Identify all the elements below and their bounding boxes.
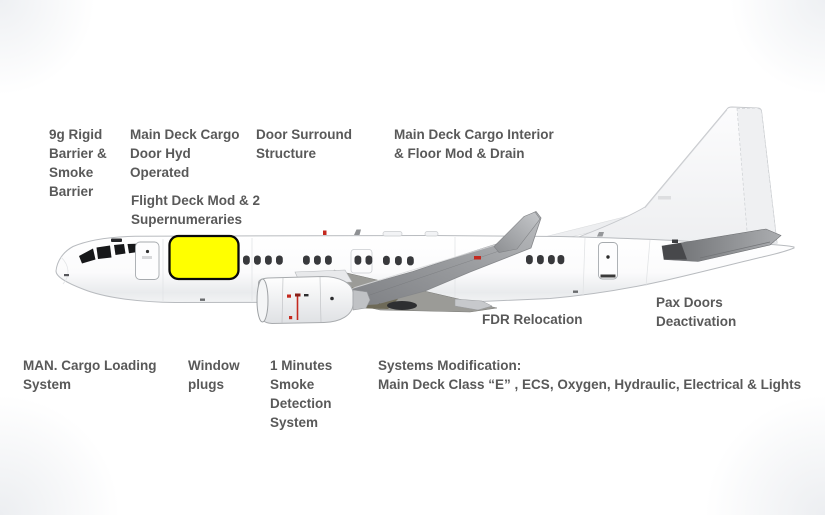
vertical-stabilizer bbox=[562, 106, 778, 244]
rear-entry-door bbox=[598, 242, 618, 280]
label-main-deck-cargo-door: Main Deck Cargo Door Hyd Operated bbox=[130, 127, 240, 180]
label-systems-modification: Systems Modification: Main Deck Class “E… bbox=[378, 358, 802, 392]
engine-nacelle bbox=[256, 269, 371, 325]
label-9g-rigid-barrier: 9g Rigid Barrier & Smoke Barrier bbox=[49, 127, 107, 199]
rudder bbox=[736, 107, 778, 244]
label-window-plugs: Window plugs bbox=[188, 358, 240, 392]
wing bbox=[336, 210, 542, 307]
horizontal-stabilizer bbox=[661, 228, 782, 262]
cargo-door-highlight bbox=[168, 234, 240, 281]
winglet bbox=[493, 211, 541, 253]
label-pax-doors: Pax Doors Deactivation bbox=[656, 295, 737, 329]
label-smoke-detection: 1 Minutes Smoke Detection System bbox=[270, 358, 333, 430]
cabin-windows bbox=[243, 249, 565, 274]
label-fdr-relocation: FDR Relocation bbox=[482, 312, 583, 327]
label-door-surround: Door Surround Structure bbox=[256, 127, 352, 161]
label-cargo-interior: Main Deck Cargo Interior & Floor Mod & D… bbox=[394, 127, 554, 161]
forward-entry-door bbox=[135, 241, 160, 280]
label-man-cargo-loading: MAN. Cargo Loading System bbox=[23, 358, 157, 392]
label-flight-deck-mod: Flight Deck Mod & 2 Supernumeraries bbox=[131, 193, 261, 227]
